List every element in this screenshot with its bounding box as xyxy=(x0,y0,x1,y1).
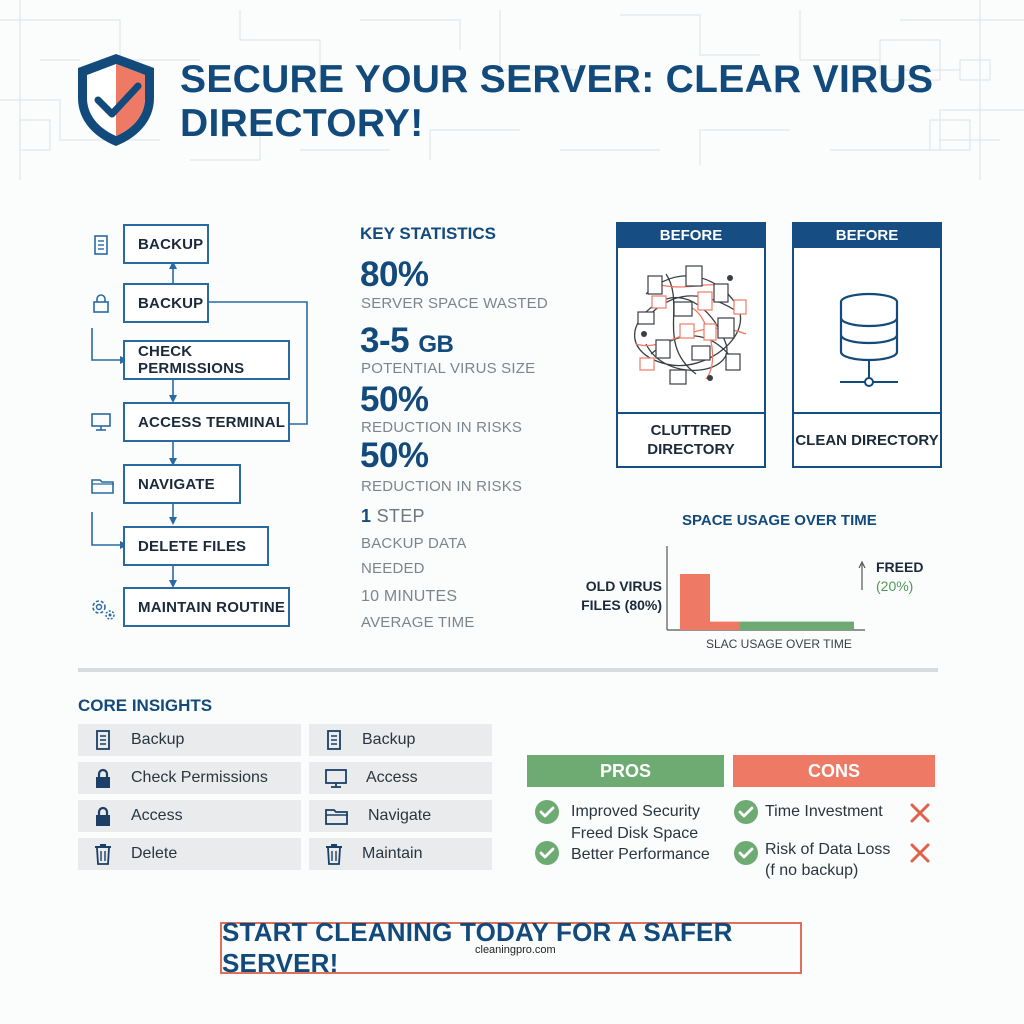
pro-item: Better Performance xyxy=(571,846,710,863)
folder-icon xyxy=(325,809,348,825)
stat-value-2-number: 3-5 xyxy=(360,321,410,360)
card-label: CLEAN DIRECTORY xyxy=(794,412,940,466)
insight-item-maintain[interactable]: Maintain xyxy=(309,838,492,870)
flow-step-backup[interactable]: BACKUP xyxy=(123,224,209,264)
monitor-icon xyxy=(325,769,347,788)
con-item: Risk of Data Loss xyxy=(765,841,891,858)
insight-item-delete[interactable]: Delete xyxy=(78,838,301,870)
card-header: BEFORE xyxy=(618,224,764,248)
stat-label-2: POTENTIAL VIRUS SIZE xyxy=(361,360,536,377)
stat-label-1: SERVER SPACE WASTED xyxy=(361,295,548,312)
chart-bar-2 xyxy=(710,621,740,630)
space-usage-chart xyxy=(666,546,865,631)
insight-item-backup[interactable]: Backup xyxy=(78,724,301,756)
server-icon xyxy=(94,235,108,255)
chart-annotation-old-virus: OLD VIRUS FILES (80%) xyxy=(581,578,662,613)
flow-connectors xyxy=(91,261,308,588)
lock-icon xyxy=(96,768,110,788)
insight-item-access[interactable]: Access xyxy=(78,800,301,832)
stat-value-5-unit: STEP xyxy=(376,506,425,526)
circuit-background xyxy=(0,0,1024,180)
card-label: CLUTTRED DIRECTORY xyxy=(618,412,764,466)
insight-label: Check Permissions xyxy=(131,769,268,786)
flow-step-delete-files[interactable]: DELETE FILES xyxy=(123,526,269,566)
insight-label: Backup xyxy=(131,731,185,748)
server-icon xyxy=(96,730,110,750)
insight-item-navigate[interactable]: Navigate xyxy=(309,800,492,832)
before-card-clean: BEFORE CLEAN DIRECTORY xyxy=(792,222,942,468)
insight-label: Maintain xyxy=(362,845,423,862)
insight-label: Access xyxy=(366,769,418,786)
chart-title: SPACE USAGE OVER TIME xyxy=(682,512,877,529)
check-icon xyxy=(734,841,758,865)
con-item: Time Investment xyxy=(765,803,883,820)
stat-value-4: 50% xyxy=(360,436,429,475)
cons-header: CONS xyxy=(733,755,935,787)
page-title: SECURE YOUR SERVER: CLEAR VIRUS DIRECTOR… xyxy=(180,58,934,145)
stat-label-5a: BACKUP DATA xyxy=(361,535,467,552)
stat-value-2: 3-5 GB xyxy=(360,321,454,361)
close-icon xyxy=(910,803,930,823)
insight-item-backup-2[interactable]: Backup xyxy=(309,724,492,756)
lock-icon xyxy=(96,806,110,826)
insight-label: Access xyxy=(131,807,183,824)
stat-label-4: REDUCTION IN RISKS xyxy=(361,478,523,495)
close-icon xyxy=(910,843,930,863)
chart-annotation-freed: FREED xyxy=(876,559,924,575)
card-header: BEFORE xyxy=(794,224,940,248)
stat-value-1: 80% xyxy=(360,255,429,294)
gears-icon xyxy=(92,600,115,620)
insight-item-access-2[interactable]: Access xyxy=(309,762,492,794)
check-icon xyxy=(535,800,559,824)
watermark: cleaningpro.com xyxy=(475,944,556,956)
cluttered-files-illustration xyxy=(633,265,747,385)
cta-button[interactable]: START CLEANING TODAY FOR A SAFER SERVER! xyxy=(220,917,802,978)
stat-value-5: 1 STEP xyxy=(361,506,425,527)
database-icon xyxy=(839,292,899,387)
stat-value-3: 50% xyxy=(360,380,429,419)
stat-label-5b: NEEDED xyxy=(361,560,425,577)
flow-step-access-terminal[interactable]: ACCESS TERMINAL xyxy=(123,402,290,442)
check-icon xyxy=(535,841,559,865)
trash-icon xyxy=(95,844,111,865)
chart-annotation-freed-value: (20%) xyxy=(876,578,914,594)
arrow-up-icon xyxy=(858,560,866,590)
stat-label-6: AVERAGE TIME xyxy=(361,614,475,631)
shield-check-icon xyxy=(78,54,154,146)
insights-title: CORE INSIGHTS xyxy=(78,696,213,715)
insight-label: Delete xyxy=(131,845,178,862)
stat-label-3: REDUCTION IN RISKS xyxy=(361,419,523,436)
check-icon xyxy=(734,800,758,824)
pro-item: Improved Security xyxy=(571,803,700,820)
trash-icon xyxy=(326,844,342,865)
flow-step-check-permissions[interactable]: CHECK PERMISSIONS xyxy=(123,340,290,380)
monitor-icon xyxy=(91,413,111,431)
server-icon xyxy=(327,730,341,750)
con-item-note: (f no backup) xyxy=(765,862,859,879)
chart-x-label: SLAC USAGE OVER TIME xyxy=(706,637,852,651)
stat-value-6: 10 MINUTES xyxy=(361,588,458,605)
folder-icon xyxy=(91,479,114,494)
stat-value-5-number: 1 xyxy=(361,506,372,526)
lock-icon xyxy=(93,294,109,313)
stat-value-2-unit: GB xyxy=(418,331,454,358)
stats-heading: KEY STATISTICS xyxy=(360,224,497,243)
flow-step-maintain-routine[interactable]: MAINTAIN ROUTINE xyxy=(123,587,290,627)
pro-item: Freed Disk Space xyxy=(571,825,699,842)
chart-bar-1 xyxy=(680,574,710,630)
section-divider xyxy=(78,668,938,672)
before-card-cluttered: BEFORE CLUTTRED DIRECTORY xyxy=(616,222,766,468)
flow-step-backup-2[interactable]: BACKUP xyxy=(123,283,209,323)
insight-label: Navigate xyxy=(368,807,432,824)
flow-step-navigate[interactable]: NAVIGATE xyxy=(123,464,241,504)
chart-bar-3 xyxy=(740,621,854,630)
pros-header: PROS xyxy=(527,755,724,787)
insight-item-check-permissions[interactable]: Check Permissions xyxy=(78,762,301,794)
insight-label: Backup xyxy=(362,731,416,748)
